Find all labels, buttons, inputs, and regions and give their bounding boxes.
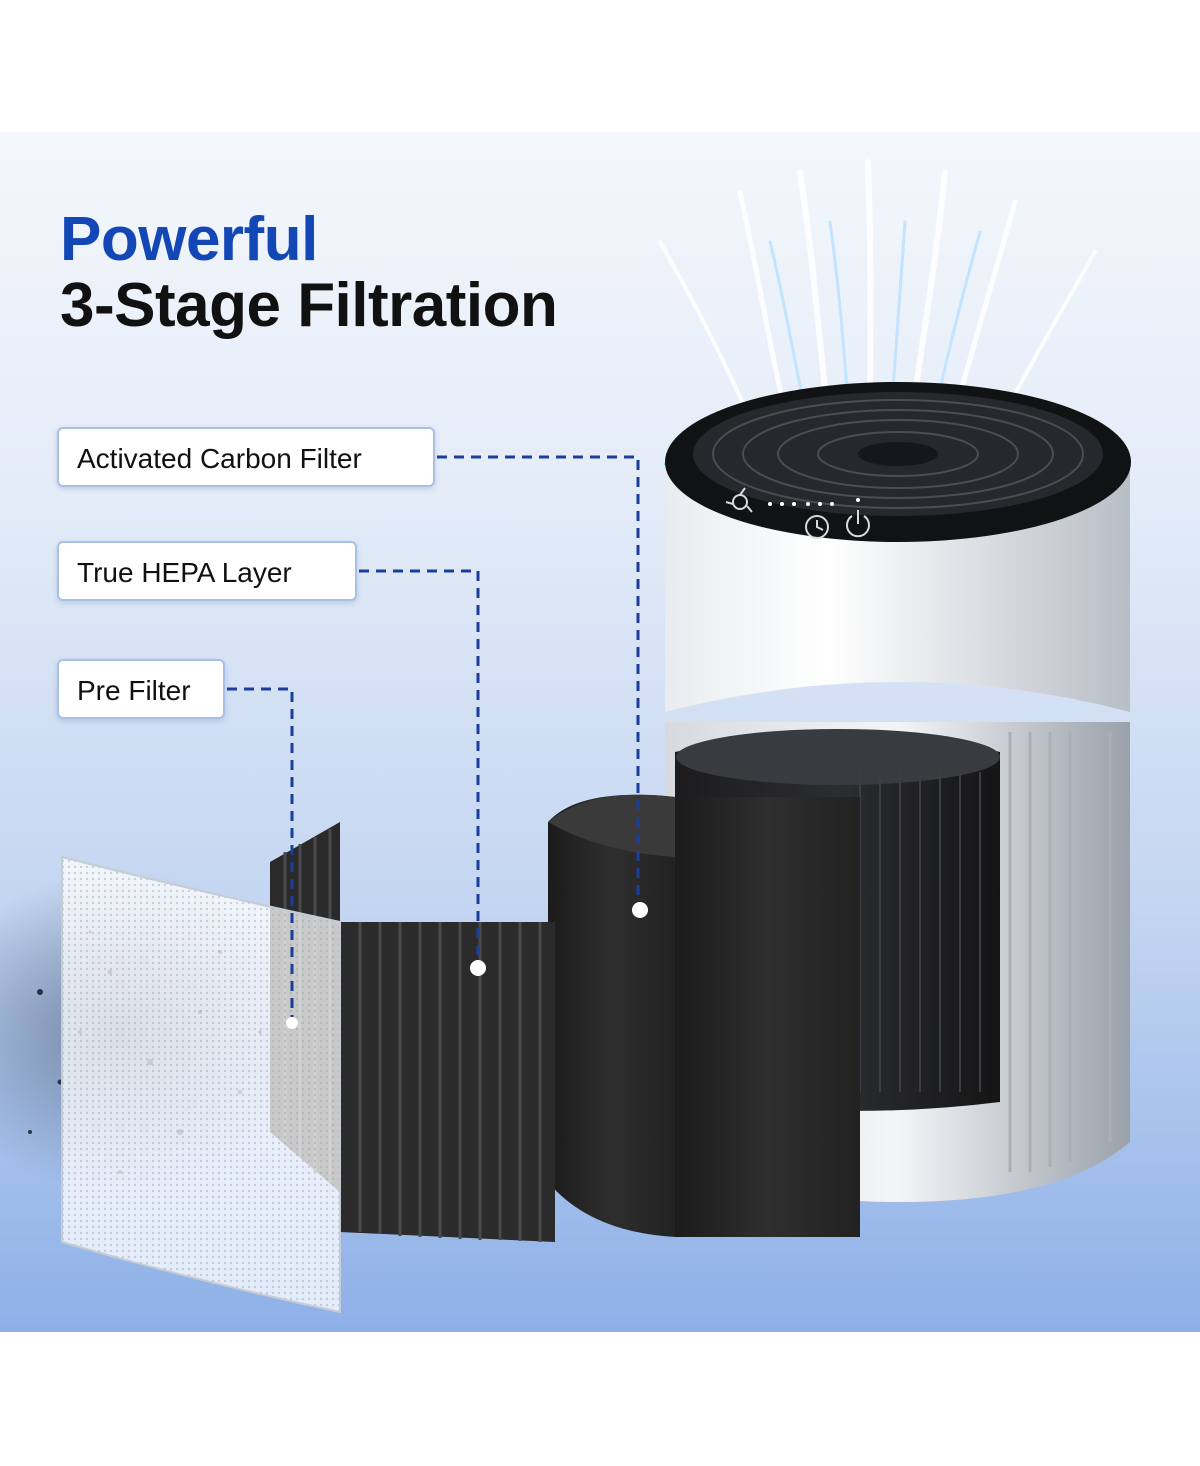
headline-secondary: 3-Stage Filtration <box>60 271 558 340</box>
fan-icon[interactable] <box>725 487 753 513</box>
power-icon[interactable] <box>846 510 870 538</box>
product-scene: Powerful 3-Stage Filtration Activated Ca… <box>0 132 1200 1332</box>
label-activated-carbon-filter: Activated Carbon Filter <box>57 427 435 487</box>
carbon-filter <box>548 794 860 1237</box>
pointer-dot-carbon <box>632 902 648 918</box>
headline-primary: Powerful <box>60 205 318 274</box>
control-panel <box>725 487 870 539</box>
clock-icon[interactable] <box>805 515 829 539</box>
pointer-dot-pre <box>286 1017 298 1029</box>
leader-line-carbon <box>437 455 640 907</box>
purifier-top-housing <box>663 382 1132 712</box>
leader-lines <box>227 455 640 1020</box>
label-true-hepa-layer: True HEPA Layer <box>57 541 357 601</box>
purifier-illustration <box>0 159 1132 1314</box>
pre-filter <box>61 855 341 1314</box>
leader-line-pre <box>227 687 294 1020</box>
pointer-dot-hepa <box>470 960 486 976</box>
leader-line-hepa <box>359 569 480 965</box>
label-pre-filter: Pre Filter <box>57 659 225 719</box>
